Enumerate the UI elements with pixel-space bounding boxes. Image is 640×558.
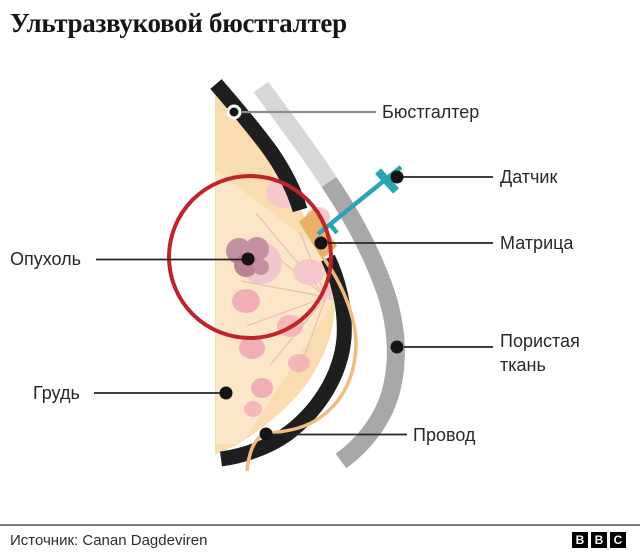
leader-lines <box>94 110 493 436</box>
dot-tumor <box>241 252 255 266</box>
label-wire: Провод <box>413 425 476 445</box>
porous-fabric-upper <box>253 81 337 187</box>
footer-divider <box>0 524 640 526</box>
bbc-logo-block-3: C <box>610 532 626 548</box>
bbc-logo-block-1: B <box>572 532 588 548</box>
leader-dots <box>219 104 404 441</box>
breast-highlight-wedge <box>216 170 335 444</box>
bra-band-lower <box>219 254 352 467</box>
label-porous-fabric: Пористая ткань <box>500 331 580 375</box>
source-credit: Источник: Canan Dagdeviren <box>10 532 208 549</box>
bbc-logo: B B C <box>572 532 626 548</box>
dot-matrix <box>314 236 328 250</box>
bra-band-upper <box>210 79 308 213</box>
label-matrix: Матрица <box>500 233 574 253</box>
dot-breast <box>219 386 233 400</box>
bbc-logo-block-2: B <box>591 532 607 548</box>
label-tumor: Опухоль <box>10 249 82 269</box>
label-breast: Грудь <box>33 383 80 403</box>
tumor-highlight-circle <box>167 174 333 340</box>
sensor-icon <box>316 165 403 236</box>
label-bra: Бюстгалтер <box>382 102 480 122</box>
wire-line <box>245 254 358 472</box>
page-title: Ультразвуковой бюстгалтер <box>10 8 347 38</box>
dot-sensor <box>390 170 404 184</box>
label-sensor: Датчик <box>500 167 558 187</box>
dot-porous <box>390 340 404 354</box>
dot-wire <box>259 427 273 441</box>
porous-fabric-lower <box>321 176 405 469</box>
dot-bra <box>229 107 239 117</box>
